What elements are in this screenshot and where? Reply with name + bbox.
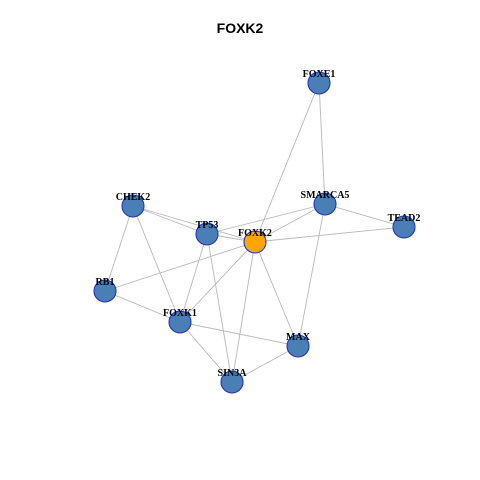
node-circle-tead2[interactable] (392, 215, 416, 239)
node-circle-tp53[interactable] (195, 222, 219, 246)
edge-foxk2-rb1 (104, 241, 256, 292)
edges-layer (104, 82, 405, 383)
edge-tp53-sin3a (206, 233, 233, 383)
node-label-sin3a: SIN3A (218, 368, 248, 379)
edge-foxk2-max (254, 241, 299, 347)
node-label-rb1: RB1 (96, 277, 115, 288)
node-circle-chek2[interactable] (121, 194, 145, 218)
node-chek2[interactable]: CHEK2 (116, 192, 150, 218)
edge-foxk2-sin3a (231, 241, 256, 383)
node-label-tp53: TP53 (196, 220, 219, 231)
edge-smarca5-foxk2 (254, 203, 326, 243)
node-smarca5[interactable]: SMARCA5 (301, 190, 350, 216)
node-tp53[interactable]: TP53 (195, 220, 219, 246)
node-max[interactable]: MAX (286, 332, 311, 358)
edge-tp53-foxk1 (179, 233, 208, 323)
node-circle-smarca5[interactable] (313, 192, 337, 216)
node-tead2[interactable]: TEAD2 (388, 213, 421, 239)
node-foxk2[interactable]: FOXK2 (238, 228, 272, 254)
node-label-smarca5: SMARCA5 (301, 190, 350, 201)
edge-tead2-foxk2 (254, 226, 405, 243)
node-circle-foxk2[interactable] (243, 230, 267, 254)
edge-chek2-foxk1 (132, 205, 181, 323)
node-label-max: MAX (286, 332, 311, 343)
node-circle-foxk1[interactable] (168, 310, 192, 334)
node-circle-max[interactable] (286, 334, 310, 358)
node-label-foxe1: FOXE1 (303, 69, 336, 80)
node-circle-rb1[interactable] (93, 279, 117, 303)
node-circle-foxe1[interactable] (307, 71, 331, 95)
edge-rb1-foxk1 (104, 290, 181, 323)
edge-foxk1-max (179, 321, 299, 347)
edge-foxe1-smarca5 (318, 82, 326, 205)
edge-smarca5-tead2 (324, 203, 405, 228)
edge-foxk2-foxk1 (179, 241, 256, 323)
node-foxe1[interactable]: FOXE1 (303, 69, 336, 95)
node-sin3a[interactable]: SIN3A (218, 368, 248, 394)
node-label-foxk2: FOXK2 (238, 228, 272, 239)
node-foxk1[interactable]: FOXK1 (163, 308, 197, 334)
edge-chek2-rb1 (104, 205, 134, 292)
node-label-foxk1: FOXK1 (163, 308, 197, 319)
edge-chek2-foxk2 (132, 205, 256, 243)
edge-chek2-tp53 (132, 205, 208, 235)
graph-title: FOXK2 (216, 20, 264, 36)
edge-smarca5-tp53 (206, 203, 326, 235)
node-rb1[interactable]: RB1 (93, 277, 117, 303)
edge-foxe1-foxk2 (254, 82, 320, 243)
node-label-chek2: CHEK2 (116, 192, 150, 203)
edge-foxk1-sin3a (179, 321, 233, 383)
edge-max-sin3a (231, 345, 299, 383)
edge-smarca5-max (297, 203, 326, 347)
node-label-tead2: TEAD2 (388, 213, 421, 224)
node-circle-sin3a[interactable] (220, 370, 244, 394)
